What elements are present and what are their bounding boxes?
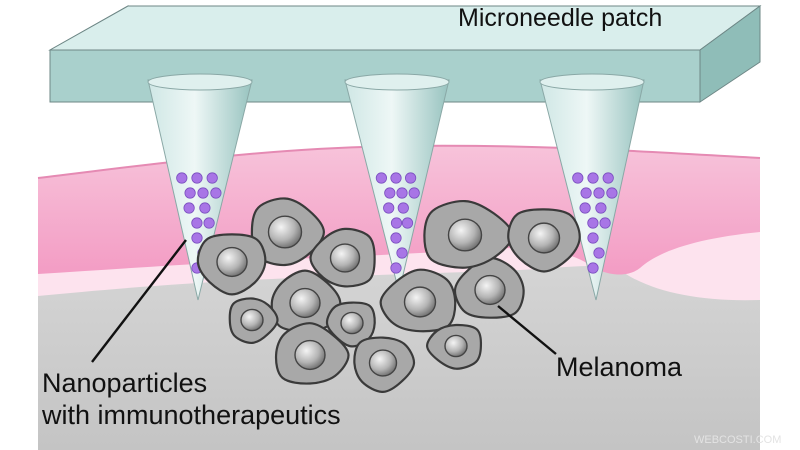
nanoparticle-icon [397, 202, 409, 214]
nanoparticle-icon [593, 187, 605, 199]
nanoparticle-icon [396, 187, 408, 199]
nanoparticle-icon [183, 202, 195, 214]
nanoparticle-icon [572, 172, 584, 184]
nanoparticle-icon [203, 217, 215, 229]
nanoparticle-icon [375, 172, 387, 184]
nanoparticle-icon [579, 202, 591, 214]
nanoparticle-icon [184, 187, 196, 199]
nanoparticle-icon [210, 187, 222, 199]
nanoparticle-icon [587, 262, 599, 274]
nanoparticle-icon [401, 217, 414, 229]
nanoparticle-icon [587, 232, 599, 244]
nanoparticles-leader-line [91, 239, 187, 363]
melanoma-cell-icon [507, 208, 581, 273]
nanoparticle-icon [408, 187, 420, 199]
nanoparticle-icon [191, 232, 203, 244]
nanoparticle-icon [191, 172, 203, 184]
melanoma-cluster [196, 197, 581, 394]
nanoparticle-icon [206, 172, 218, 184]
melanoma-cell-icon [353, 336, 416, 394]
melanoma-cell-icon [325, 301, 376, 348]
melanoma-cell-icon [426, 323, 483, 370]
melanoma-leader-line [497, 305, 557, 355]
nanoparticle-icon [595, 202, 607, 214]
melanoma-cell-icon [270, 269, 342, 332]
nanoparticle-icon [390, 262, 402, 274]
watermark: WEBCOSTI.COM [694, 434, 781, 446]
nanoparticles-label-line1: Nanoparticles [42, 368, 207, 398]
melanoma-cell-icon [228, 297, 279, 345]
microneedle-icon [344, 73, 450, 293]
nanoparticle-icon [593, 247, 605, 259]
nanoparticle-group [176, 172, 618, 274]
nanoparticle-icon [580, 187, 592, 199]
nanoparticle-icon [404, 172, 417, 184]
patch-label: Microneedle patch [458, 4, 662, 32]
nanoparticle-icon [599, 217, 611, 229]
nanoparticle-icon [396, 247, 408, 259]
nanoparticle-icon [587, 172, 599, 184]
nanoparticle-icon [587, 217, 599, 229]
nanoparticle-icon [199, 202, 211, 214]
nanoparticle-icon [606, 187, 618, 199]
nanoparticle-icon [602, 172, 614, 184]
nanoparticle-icon [383, 202, 395, 214]
nanoparticle-icon [390, 232, 402, 244]
melanoma-cell-icon [423, 199, 514, 269]
melanoma-cell-icon [379, 268, 457, 333]
microneedle-icon [539, 73, 645, 301]
nanoparticle-icon [197, 187, 209, 199]
nanoparticle-icon [191, 217, 203, 229]
nanoparticles-label-line2: with immunotherapeutics [41, 400, 341, 430]
nanoparticle-icon [390, 217, 403, 229]
melanoma-cell-icon [453, 256, 525, 319]
melanoma-cell-icon [196, 233, 267, 296]
nanoparticle-icon [384, 187, 396, 199]
melanoma-cell-icon [274, 322, 350, 385]
melanoma-cell-icon [309, 227, 376, 288]
melanoma-cell-icon [250, 197, 326, 267]
nanoparticle-icon [390, 172, 402, 184]
melanoma-label: Melanoma [556, 352, 683, 382]
nanoparticle-icon [176, 172, 188, 184]
